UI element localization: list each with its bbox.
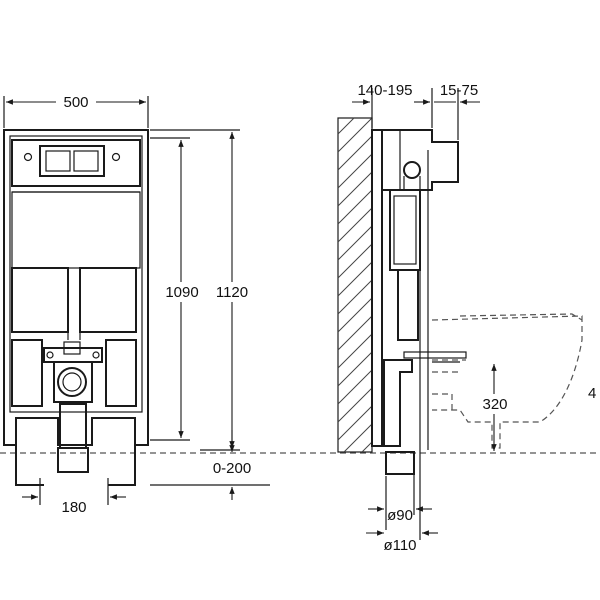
drain-body bbox=[53, 361, 93, 403]
drain-outlet bbox=[57, 367, 87, 397]
bracket-bolt-left bbox=[46, 351, 54, 359]
frame-post bbox=[371, 129, 383, 447]
bracket-bolt-right bbox=[92, 351, 100, 359]
dim-1090-label: 1090 bbox=[165, 284, 198, 301]
dim-1120-label: 1120 bbox=[216, 284, 248, 301]
dim-cut-label: 4 bbox=[588, 385, 596, 402]
flush-button-right bbox=[73, 150, 99, 172]
insulation-block-left bbox=[11, 267, 69, 333]
dim-outlet-label: 320 bbox=[482, 396, 507, 413]
dim-180-label: 180 bbox=[61, 499, 86, 516]
front-frame-outline bbox=[3, 129, 149, 446]
lower-block-left bbox=[11, 339, 43, 407]
wc-pan-outline bbox=[431, 315, 583, 449]
side-view: 140-195 15-75 320 4 ø90 ø110 bbox=[337, 82, 596, 554]
dim-leg-label: 0-200 bbox=[213, 460, 251, 477]
drain-pipe bbox=[59, 403, 87, 449]
dim-plate-label: 15-75 bbox=[440, 82, 478, 99]
insulation-block-right bbox=[79, 267, 137, 333]
dim-depth-label: 140-195 bbox=[357, 82, 412, 99]
front-view: 500 1090 1120 0-200 180 bbox=[3, 92, 270, 516]
bolt-hole-right bbox=[111, 152, 121, 162]
drain-outlet-inner bbox=[62, 372, 82, 392]
float-valve bbox=[403, 161, 421, 179]
bolt-hole-left bbox=[23, 152, 33, 162]
inlet-fitting bbox=[63, 341, 81, 355]
flush-pipe bbox=[397, 269, 419, 341]
lower-block-right bbox=[105, 339, 137, 407]
drain-pipe-side bbox=[385, 451, 415, 475]
wall-hatching bbox=[337, 117, 373, 453]
dim-width-label: 500 bbox=[63, 94, 88, 111]
flush-button-left bbox=[45, 150, 71, 172]
front-frame-inner bbox=[9, 135, 143, 413]
foot-right bbox=[108, 418, 136, 486]
cistern-body bbox=[11, 191, 141, 269]
drain-elbow bbox=[383, 359, 413, 447]
dim-pipe110-label: ø110 bbox=[383, 537, 416, 554]
bolt-rod bbox=[403, 351, 467, 359]
drain-pipe-end bbox=[57, 447, 89, 473]
flush-plate bbox=[39, 145, 105, 177]
foot-left bbox=[15, 418, 44, 486]
dim-pipe90-label: ø90 bbox=[387, 507, 413, 524]
